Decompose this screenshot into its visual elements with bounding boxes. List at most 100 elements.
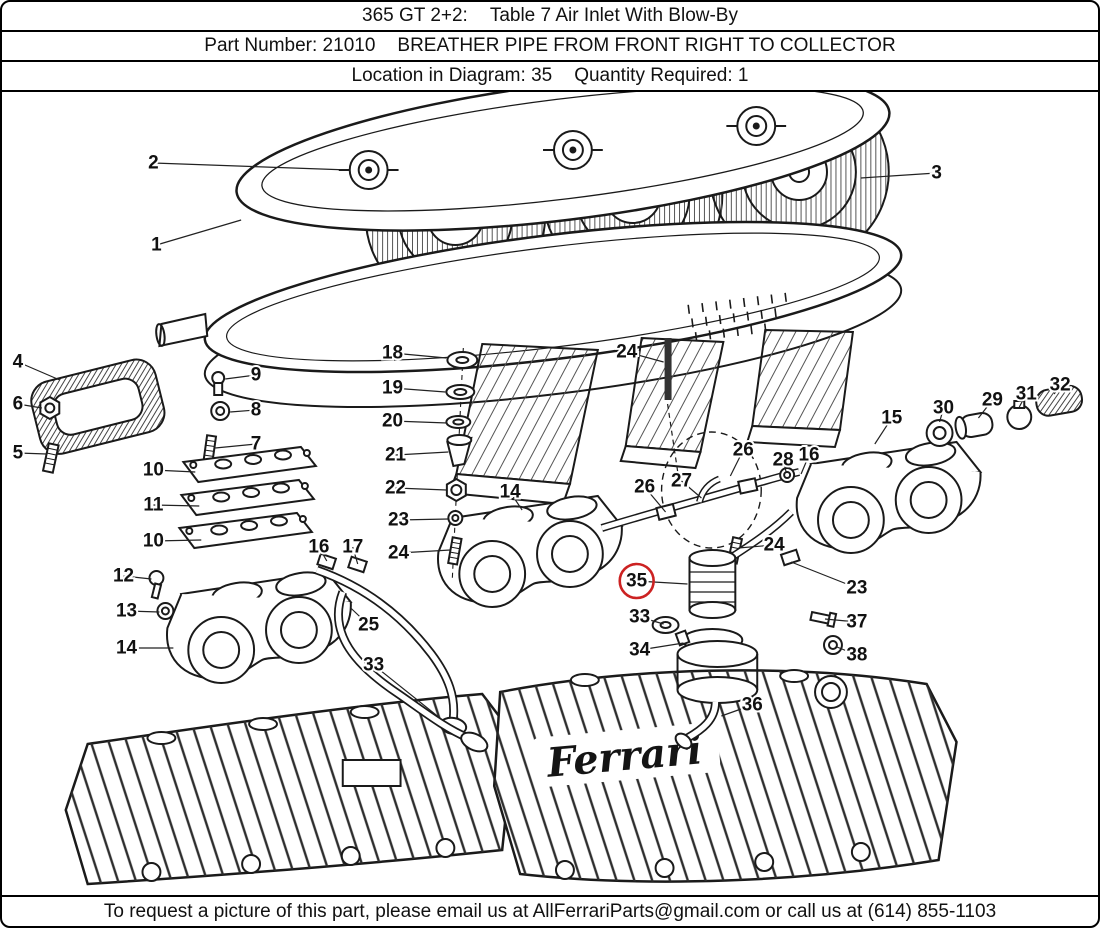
- part-callout-14: 14: [116, 637, 138, 658]
- leader-line: [977, 399, 993, 419]
- leader-line: [392, 352, 447, 359]
- part-callout-26: 26: [733, 439, 754, 460]
- leader-line: [153, 504, 200, 507]
- part-callout-33: 33: [629, 606, 650, 627]
- pipe-bellmouth: [460, 731, 489, 753]
- leader-line: [824, 618, 857, 623]
- leader-line: [153, 539, 202, 542]
- leader-line: [626, 351, 664, 363]
- leader-line: [1018, 393, 1027, 408]
- hardware-column: [445, 347, 479, 579]
- hose-clamp: [737, 477, 759, 495]
- part-callout-12: 12: [113, 565, 134, 586]
- part-callout-15: 15: [881, 407, 903, 428]
- leader-line: [1053, 384, 1061, 395]
- part-callout-10: 10: [143, 459, 164, 480]
- intake-ducts: [447, 328, 855, 549]
- part-callout-24: 24: [764, 534, 786, 555]
- contact-bar: To request a picture of this part, pleas…: [2, 895, 1098, 926]
- oil-filler-cap: [814, 675, 848, 709]
- stud: [41, 442, 60, 474]
- part-callout-23: 23: [846, 577, 867, 598]
- part-callout-3: 3: [931, 162, 942, 183]
- leader-line: [17, 403, 42, 409]
- leader-line: [153, 469, 196, 473]
- leader-line: [215, 443, 257, 449]
- leader-line: [395, 487, 447, 491]
- part-callout-11: 11: [143, 494, 163, 515]
- leader-line: [398, 549, 451, 554]
- part-callout-1: 1: [151, 234, 162, 255]
- part-callout-29: 29: [982, 389, 1003, 410]
- vent-slots: [687, 292, 787, 342]
- leader-line: [126, 610, 160, 613]
- part-callout-13: 13: [116, 600, 137, 621]
- leader-line: [373, 664, 443, 721]
- valve-cover-left: [64, 692, 516, 886]
- part-number: Part Number: 21010: [204, 35, 376, 56]
- part-callout-26: 26: [634, 476, 655, 497]
- leader-line: [509, 491, 523, 511]
- model-name: 365 GT 2+2:: [362, 5, 468, 26]
- part-callout-16: 16: [308, 536, 329, 557]
- leader-line: [639, 642, 684, 651]
- leader-line: [156, 219, 242, 246]
- id-plate: [341, 759, 402, 787]
- breather-pipe-left: [315, 552, 489, 753]
- part-callout-20: 20: [382, 410, 403, 431]
- leader-line: [639, 616, 664, 625]
- part-callout-18: 18: [382, 342, 403, 363]
- part-callout-33: 33: [363, 654, 384, 675]
- part-callout-23: 23: [388, 509, 409, 530]
- leader-line: [636, 580, 688, 585]
- leader-line: [738, 544, 775, 549]
- title-bar: 365 GT 2+2: Table 7 Air Inlet With Blow-…: [2, 2, 1098, 32]
- location-bar: Location in Diagram: 35 Quantity Require…: [2, 62, 1098, 92]
- leader-line: [318, 546, 328, 562]
- gasket-stack: [148, 446, 317, 620]
- leader-line: [123, 575, 152, 580]
- part-name: BREATHER PIPE FROM FRONT RIGHT TO COLLEC…: [397, 35, 896, 56]
- leader-line: [790, 561, 858, 589]
- part-callout-8: 8: [251, 399, 262, 420]
- part-callout-32: 32: [1050, 374, 1071, 395]
- part-callout-28: 28: [773, 449, 794, 470]
- part-callout-5: 5: [13, 442, 24, 463]
- part-callout-34: 34: [629, 639, 651, 660]
- leader-line: [800, 454, 810, 475]
- part-callout-38: 38: [846, 644, 867, 665]
- hex-nut: [39, 395, 61, 421]
- hose-fittings-right: [925, 384, 1084, 447]
- part-callout-31: 31: [1016, 383, 1038, 404]
- manifold-left: [165, 568, 352, 684]
- contact-line: To request a picture of this part, pleas…: [103, 900, 997, 922]
- part-callout-7: 7: [251, 433, 262, 454]
- leader-line: [729, 449, 744, 477]
- diagram-location: Location in Diagram: 35: [351, 65, 553, 86]
- leader-line: [225, 374, 257, 380]
- quantity-required: Quantity Required: 1: [574, 65, 749, 86]
- leader-line: [352, 546, 359, 565]
- manifold-right: [795, 438, 982, 554]
- part-callout-17: 17: [342, 536, 363, 557]
- leader-line: [644, 486, 667, 513]
- leader-line: [17, 361, 61, 381]
- highlight-circle: [618, 562, 655, 600]
- part-callout-10: 10: [143, 530, 164, 551]
- part-callout-24: 24: [616, 341, 638, 362]
- hose-clamp: [655, 502, 677, 521]
- ghost-outline: [660, 431, 762, 549]
- exploded-parts-diagram: Ferrari: [11, 92, 1084, 886]
- leader-line: [874, 417, 893, 445]
- leader-line: [398, 518, 449, 521]
- part-callout-21: 21: [385, 444, 407, 465]
- leader-line: [939, 407, 945, 423]
- part-callout-9: 9: [251, 364, 262, 385]
- leader-line: [153, 162, 349, 171]
- leader-line: [395, 451, 449, 456]
- part-callout-16: 16: [799, 444, 820, 465]
- leader-line: [782, 459, 787, 473]
- part-callout-37: 37: [846, 611, 867, 632]
